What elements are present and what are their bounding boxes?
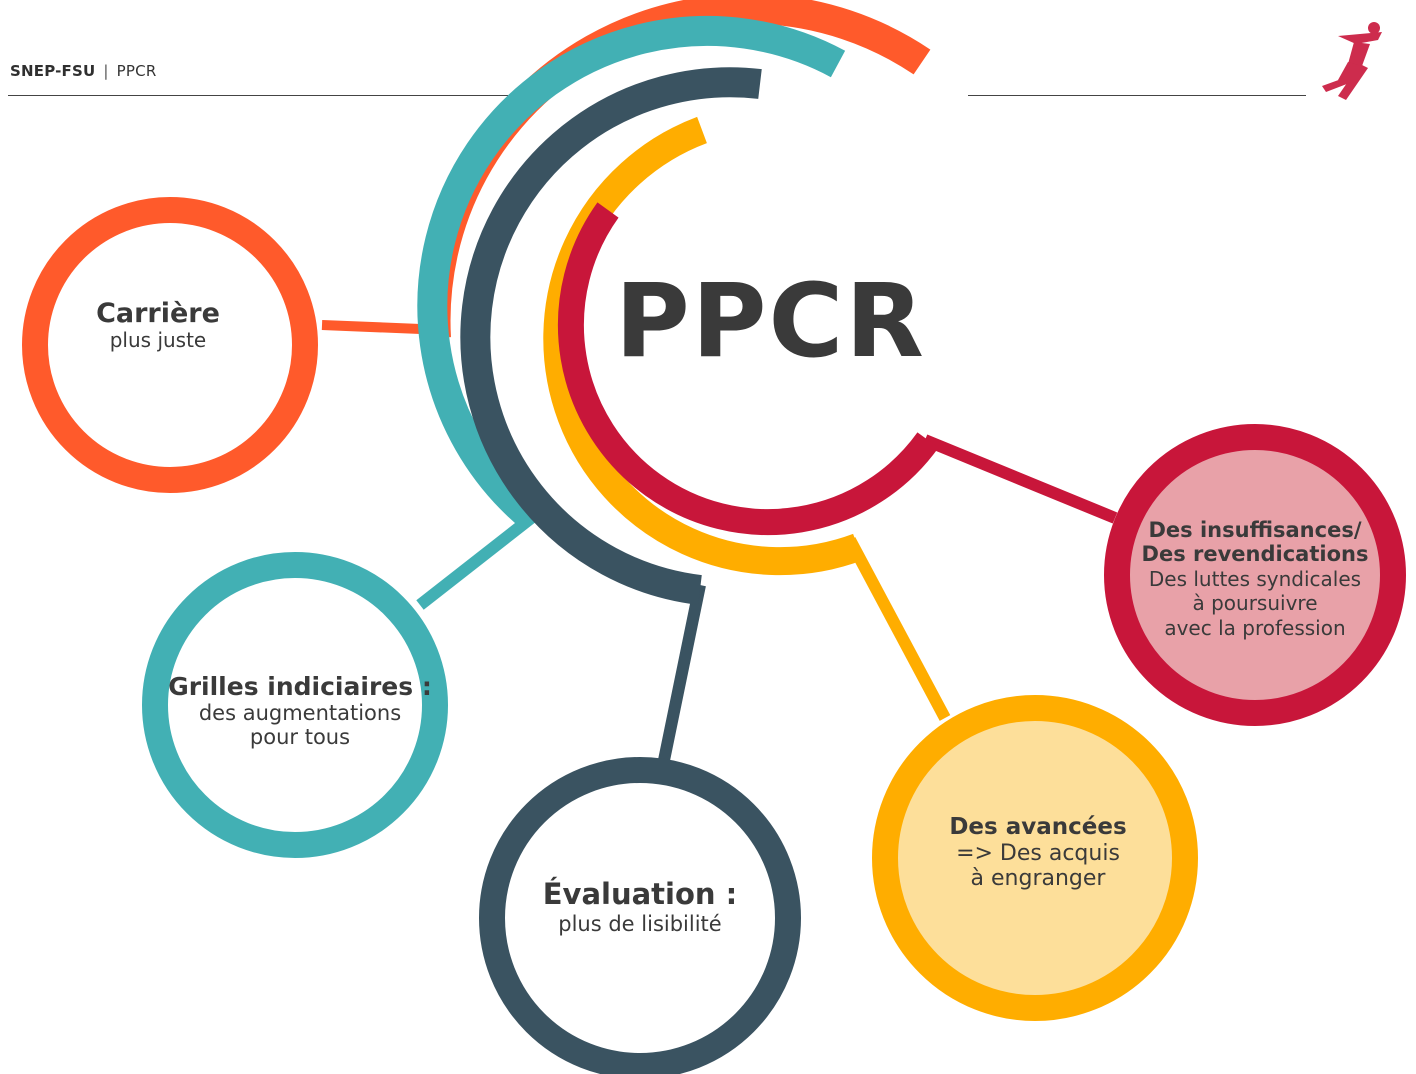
- runner-icon: [1322, 22, 1382, 100]
- arc-amber: [543, 116, 863, 576]
- page-header: SNEP-FSU | PPCR: [10, 62, 156, 80]
- node-evaluation-subtitle: plus de lisibilité: [558, 911, 722, 936]
- node-carriere-subtitle: plus juste: [109, 328, 207, 353]
- node-evaluation: Évaluation : plus de lisibilité: [520, 877, 760, 936]
- node-grilles-title: Grilles indiciaires :: [168, 672, 432, 701]
- node-insuffisances-line1: Des luttes syndicales: [1148, 566, 1362, 591]
- node-insuffisances-line2: à poursuivre: [1192, 591, 1318, 616]
- node-carriere: Carrière plus juste: [48, 298, 268, 353]
- connector-grilles: [416, 510, 539, 610]
- arc-crimson: [558, 202, 939, 536]
- header-separator: |: [103, 62, 109, 80]
- node-evaluation-title: Évaluation :: [542, 877, 738, 911]
- node-insuffisances-title2: Des revendications: [1141, 542, 1369, 567]
- diagram-title: PPCR: [615, 262, 926, 381]
- section-name: PPCR: [116, 62, 157, 80]
- arc-teal: [417, 15, 846, 529]
- node-grilles: Grilles indiciaires : des augmentations …: [160, 672, 440, 750]
- node-insuffisances-line3: avec la profession: [1164, 615, 1346, 640]
- node-carriere-circle: [22, 197, 318, 493]
- node-avancees: Des avancées => Des acquis à engranger: [908, 814, 1168, 892]
- header-rule-left: [8, 95, 508, 96]
- node-avancees-line1: => Des acquis: [956, 840, 1120, 866]
- node-grilles-line2: pour tous: [249, 725, 351, 750]
- connector-evaluation: [656, 583, 706, 772]
- node-insuffisances-title1: Des insuffisances/: [1148, 518, 1362, 542]
- node-avancees-line2: à engranger: [970, 866, 1106, 892]
- arc-slate: [460, 67, 762, 605]
- node-grilles-circle: [142, 552, 448, 858]
- node-carriere-title: Carrière: [96, 298, 220, 329]
- node-insuffisances: Des insuffisances/ Des revendications De…: [1120, 518, 1390, 640]
- node-avancees-title: Des avancées: [949, 814, 1127, 840]
- connector-avancees: [844, 537, 951, 721]
- node-insuffisances-circle: [1104, 424, 1406, 726]
- connector-insuffisances: [922, 434, 1118, 524]
- node-avancees-circle: [872, 695, 1198, 1021]
- brand-name: SNEP-FSU: [10, 62, 96, 80]
- node-grilles-line1: des augmentations: [198, 701, 402, 725]
- node-evaluation-circle: [479, 757, 801, 1074]
- header-rule-right: [968, 95, 1306, 96]
